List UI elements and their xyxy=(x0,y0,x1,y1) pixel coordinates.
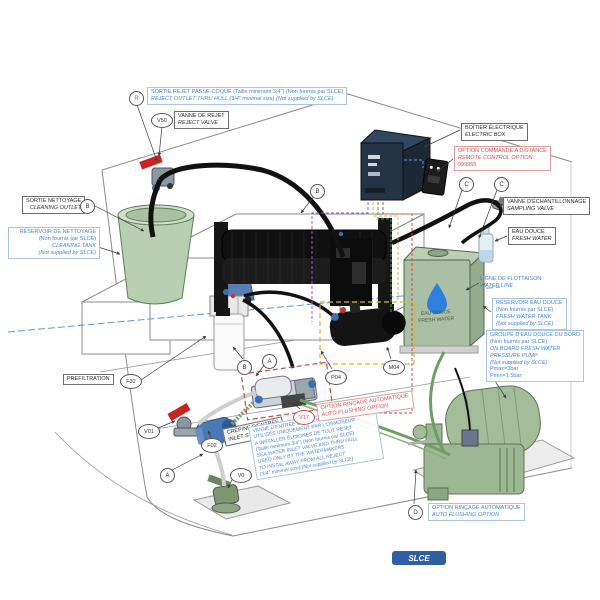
reject-outlet-en: REJECT OUTLET THRU HULL (3/4" minimal si… xyxy=(151,95,334,102)
reject-outlet-label: SORTIE REJET PASSE-COQUE (Taille minimum… xyxy=(147,87,348,105)
reject-valve-en: REJECT VALVE xyxy=(178,119,219,126)
pressure-pump-line4: PRESSURE PUMP xyxy=(490,352,538,359)
prefiltration-label: PREFILTRATION xyxy=(63,374,114,385)
sampling-valve-en: SAMPLING VALVE xyxy=(507,205,555,212)
cleaning-tank-line3: CLEANING TANK xyxy=(52,242,96,249)
option-zone-rects xyxy=(240,301,415,421)
auto-flush-d-fr: OPTION RINÇAGE AUTOMATIQUE xyxy=(432,505,521,511)
cleaning-outlet-label: SORTIE NETTOYAGE CLEANING OUTLET xyxy=(22,196,86,214)
remote-control-part-number: 999955 xyxy=(458,161,477,168)
callout-circle-v50: V50 xyxy=(151,113,173,128)
water-line-label: LIGNE DE FLOTTAISON WATER LINE xyxy=(480,276,541,290)
pressure-pump-pmax: Pmax=3bar xyxy=(490,366,519,373)
callout-circle-c2: C xyxy=(494,177,509,192)
pressure-pump-line5: (Not supplied by SLCE) xyxy=(490,359,548,366)
pressure-pump-pmin: Pmin=1.5bar xyxy=(490,373,522,380)
watermaker-membrane-rack xyxy=(214,218,394,316)
cleaning-tank-line1: RÉSERVOIR DE NETTOYAGE xyxy=(19,229,96,235)
reject-valve-fr: VANNE DE REJET xyxy=(178,113,225,119)
fresh-water-sample-label: EAU DOUCE FRESH WATER xyxy=(508,227,556,245)
callout-circle-b3: B xyxy=(237,360,252,375)
fresh-water-sample-en: FRESH WATER xyxy=(512,235,552,242)
fresh-water-sample-fr: EAU DOUCE xyxy=(512,229,545,235)
flush-pump xyxy=(250,375,318,409)
callout-circle-v17: V17 xyxy=(293,410,315,425)
cleaning-outlet-en: CLEANING OUTLET xyxy=(29,204,82,211)
remote-control xyxy=(421,158,449,196)
sampling-valve-fr: VANNE D'ÉCHANTILLONNAGE xyxy=(507,199,587,205)
pressure-pump-line3: ON BOARD FRESH WATER xyxy=(490,345,561,352)
sample-bottle xyxy=(478,225,494,263)
booster-pump xyxy=(329,300,406,346)
cleaning-tank-line4: (Not supplied by SLCE) xyxy=(38,249,96,256)
pressure-pump-label: GROUPE D'EAU DOUCE DU BORD (Non fournis … xyxy=(486,330,584,383)
callout-circle-f02: F02 xyxy=(201,438,223,453)
fresh-water-tank-line1: RÉSERVOIR EAU DOUCE xyxy=(496,300,563,306)
electric-box-en: ELECTRIC BOX xyxy=(465,131,506,138)
sampling-valve-label: VANNE D'ÉCHANTILLONNAGE SAMPLING VALVE xyxy=(503,197,591,215)
reject-outlet-fr: SORTIE REJET PASSE-COQUE (Taille minimum… xyxy=(151,89,344,95)
callout-circle-m04: M04 xyxy=(383,360,405,375)
water-line-en: WATER LINE xyxy=(480,282,514,289)
control-wires xyxy=(311,159,424,414)
callout-circle-v01: V01 xyxy=(138,424,160,439)
remote-control-label: OPTION COMMANDE A DISTANCE REMOTE CONTRO… xyxy=(454,146,551,171)
pressure-pump-line1: GROUPE D'EAU DOUCE DU BORD xyxy=(490,332,580,338)
callout-circle-a2: A xyxy=(160,468,175,483)
leader-lines xyxy=(92,104,508,505)
fresh-water-tank-line4: (Not supplied by SLCE) xyxy=(496,320,554,327)
callout-circle-r: R xyxy=(129,91,144,106)
cleaning-bucket xyxy=(117,204,195,305)
remote-control-line2: REMOTE CONTROL OPTION xyxy=(458,154,533,161)
callout-circle-a1: A xyxy=(262,354,277,369)
hoses xyxy=(148,162,503,487)
electric-box-label: BOÎTIER ÉLECTRIQUE ELECTRIC BOX xyxy=(461,123,528,141)
water-drop-icon xyxy=(427,283,447,314)
inlet-valve-v01 xyxy=(167,403,201,437)
electric-box-fr: BOÎTIER ÉLECTRIQUE xyxy=(465,125,524,131)
prefiltration-text: PREFILTRATION xyxy=(67,376,110,382)
pressure-pump-unit xyxy=(412,367,541,501)
electric-box xyxy=(359,129,432,201)
callout-circle-b1: B xyxy=(80,199,95,214)
cleaning-tank-label: RÉSERVOIR DE NETTOYAGE (Non fournis par … xyxy=(8,227,100,259)
fresh-water-tank-label: RÉSERVOIR EAU DOUCE (Non fournis par SLC… xyxy=(492,298,567,330)
callout-circle-b2: B xyxy=(310,184,325,199)
water-line-fr: LIGNE DE FLOTTAISON xyxy=(480,276,542,282)
reject-valve-label: VANNE DE REJET REJECT VALVE xyxy=(174,111,229,129)
fresh-water-tank-line3: FRESH WATER TANK xyxy=(496,313,552,320)
callout-circle-v0: V0 xyxy=(230,468,252,483)
callout-circle-p04: P04 xyxy=(325,370,347,385)
remote-control-line1: OPTION COMMANDE A DISTANCE xyxy=(458,148,547,154)
cleaning-outlet-fr: SORTIE NETTOYAGE xyxy=(26,198,82,204)
callout-circle-c1: C xyxy=(459,177,474,192)
cleaning-tank-line2: (Non fournis par SLCE) xyxy=(38,235,96,242)
auto-flush-d-en: AUTO FLUSHING OPTION xyxy=(432,511,500,518)
pressure-pump-line2: (Non fournis par SLCE) xyxy=(490,338,548,345)
callout-circle-d: D xyxy=(408,505,423,520)
slce-logo: SLCE xyxy=(392,551,446,565)
fresh-water-tank-line2: (Non fournis par SLCE) xyxy=(496,306,554,313)
fresh-water-tank xyxy=(399,246,486,354)
callout-circle-f32: F32 xyxy=(120,374,142,389)
auto-flush-d-label: OPTION RINÇAGE AUTOMATIQUE AUTO FLUSHING… xyxy=(428,503,525,521)
